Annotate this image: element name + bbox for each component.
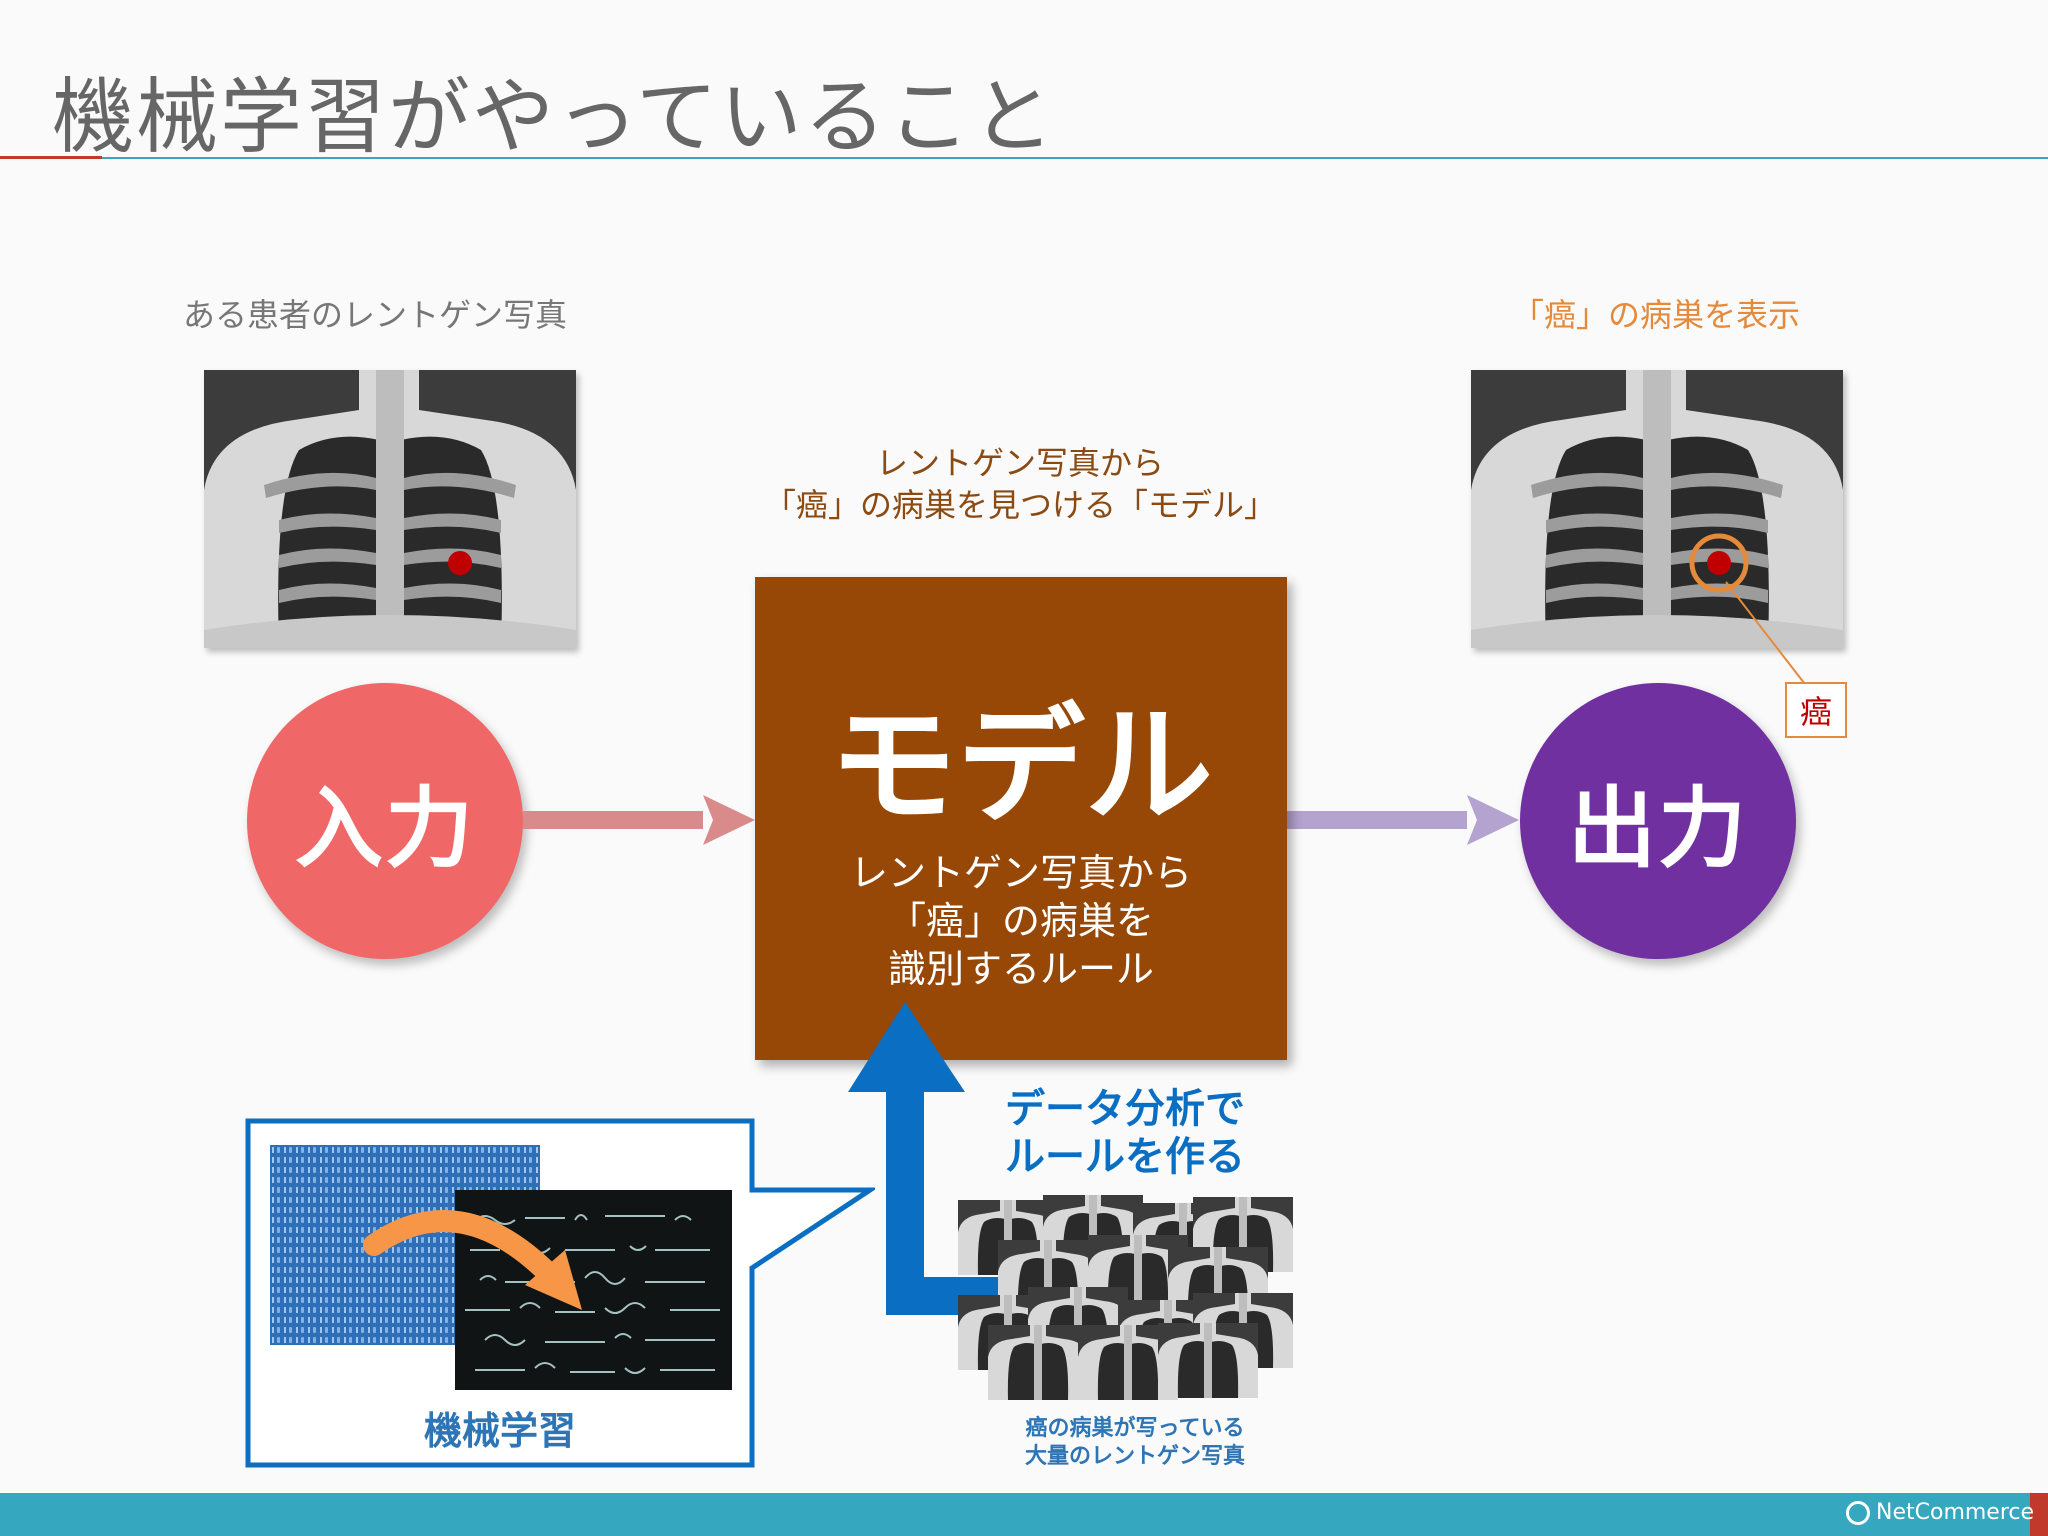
output-caption: 「癌」の病巣を表示 xyxy=(1512,296,1801,334)
model-to-output-arrow xyxy=(1287,795,1519,845)
input-caption: ある患者のレントゲン写真 xyxy=(183,296,568,334)
model-box: モデル レントゲン写真から 「癌」の病巣を 識別するルール xyxy=(755,577,1287,1060)
footer-accent xyxy=(2030,1493,2048,1536)
model-desc-line3: 識別するルール xyxy=(887,947,1154,991)
ml-label: 機械学習 xyxy=(423,1409,576,1453)
title-rule-accent xyxy=(0,156,102,159)
netcommerce-logo-icon xyxy=(1846,1500,1870,1525)
rule-building-line1: データ分析で xyxy=(1005,1086,1245,1132)
output-circle: 出力 xyxy=(1520,683,1796,959)
footer-brand: NetCommerce xyxy=(1876,1500,2035,1525)
learning-curved-arrow xyxy=(363,1210,582,1310)
output-xray-image xyxy=(1471,370,1843,648)
dataset-caption-line2: 大量のレントゲン写真 xyxy=(1024,1444,1245,1469)
input-to-model-arrow xyxy=(523,795,755,845)
model-caption-line2: 「癌」の病巣を見つける「モデル」 xyxy=(763,486,1276,524)
footer-logo: NetCommerce xyxy=(1846,1500,2034,1525)
dataset-caption-line1: 癌の病巣が写っている xyxy=(1025,1416,1245,1441)
model-title: モデル xyxy=(828,692,1213,841)
dataset-caption: 癌の病巣が写っている 大量のレントゲン写真 xyxy=(960,1415,1310,1471)
model-description: レントゲン写真から 「癌」の病巣を 識別するルール xyxy=(755,849,1287,993)
xray-dataset-collage xyxy=(958,1195,1293,1400)
model-desc-line2: 「癌」の病巣を xyxy=(887,899,1154,943)
cancer-tag: 癌 xyxy=(1785,682,1847,738)
model-caption: レントゲン写真から 「癌」の病巣を見つける「モデル」 xyxy=(760,442,1280,526)
input-circle: 入力 xyxy=(247,683,523,959)
rule-building-line2: ルールを作る xyxy=(1005,1134,1245,1180)
title-rule xyxy=(102,157,2048,159)
model-desc-line1: レントゲン写真から xyxy=(849,851,1192,895)
footer-bar xyxy=(0,1493,2048,1536)
rule-building-caption: データ分析で ルールを作る xyxy=(1005,1085,1245,1181)
model-caption-line1: レントゲン写真から xyxy=(875,444,1164,482)
tag-leader-line xyxy=(1725,581,1809,689)
slide-title: 機械学習がやっていること xyxy=(52,70,1056,165)
input-xray-image xyxy=(204,370,576,648)
